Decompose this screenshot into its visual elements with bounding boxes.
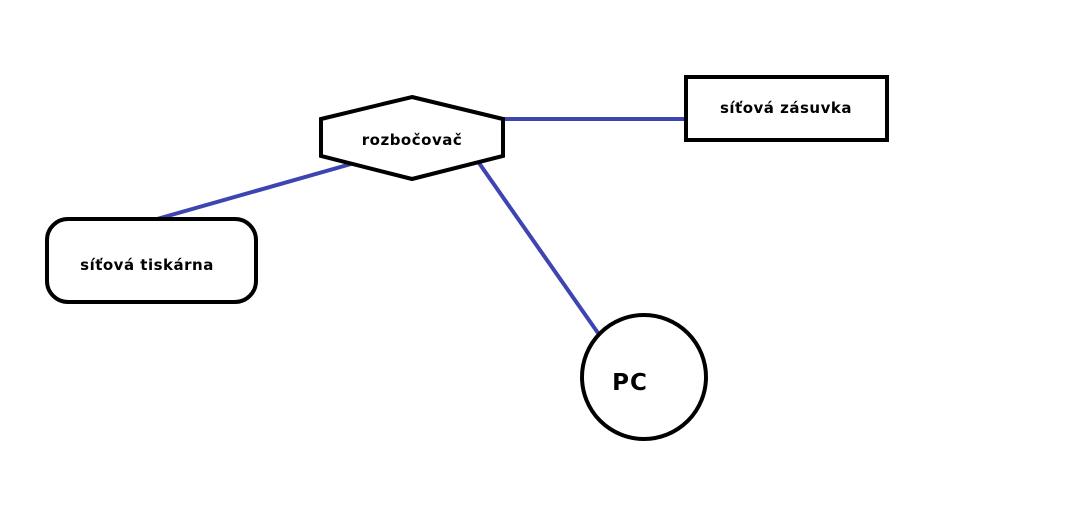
network-printer-node-label: síťová tiskárna [80,256,214,274]
network-printer-node-rounded-rectangle [45,217,258,304]
edge-hub-printer [156,162,352,221]
network-socket-node-rectangle [684,75,889,142]
edge-hub-pc [477,161,600,335]
network-socket-node-label: síťová zásuvka [720,99,852,117]
pc-node-label: PC [612,370,648,396]
pc-node-circle [580,313,708,441]
hub-node-hexagon [319,94,505,182]
hub-node-label: rozbočovač [362,131,462,149]
